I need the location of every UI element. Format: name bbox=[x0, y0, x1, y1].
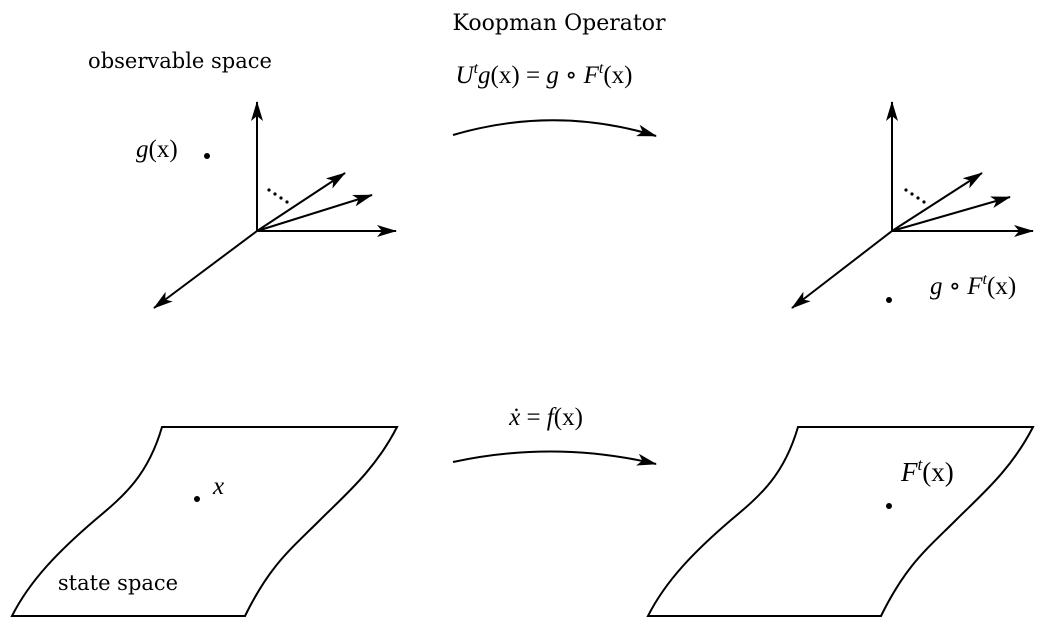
dynamics-arrow bbox=[452, 450, 657, 466]
left-axes-dots bbox=[267, 188, 289, 204]
koopman-equation: Utg(x) = g ∘ Ft(x) bbox=[456, 60, 633, 89]
Ftx-label: Ft(x) bbox=[900, 455, 954, 487]
x-point bbox=[194, 496, 200, 502]
left-axes bbox=[153, 101, 397, 309]
state-space-label: state space bbox=[58, 571, 178, 595]
dynamics-equation: ẋ = f(x) bbox=[508, 404, 583, 431]
gx-point bbox=[204, 153, 210, 159]
right-axes bbox=[791, 101, 1034, 309]
gFx-point bbox=[886, 297, 892, 303]
diagram-title: Koopman Operator bbox=[453, 11, 666, 36]
Ftx-point bbox=[886, 503, 892, 509]
gFx-label: g ∘ Ft(x) bbox=[930, 271, 1016, 300]
right-state-space-manifold bbox=[646, 426, 1035, 617]
x-label: x bbox=[212, 473, 224, 500]
gx-label: g(x) bbox=[136, 136, 178, 163]
left-state-space-manifold bbox=[10, 426, 399, 617]
koopman-arrow bbox=[452, 119, 657, 137]
observable-space-label: observable space bbox=[88, 49, 272, 73]
right-axes-dots bbox=[904, 188, 926, 204]
